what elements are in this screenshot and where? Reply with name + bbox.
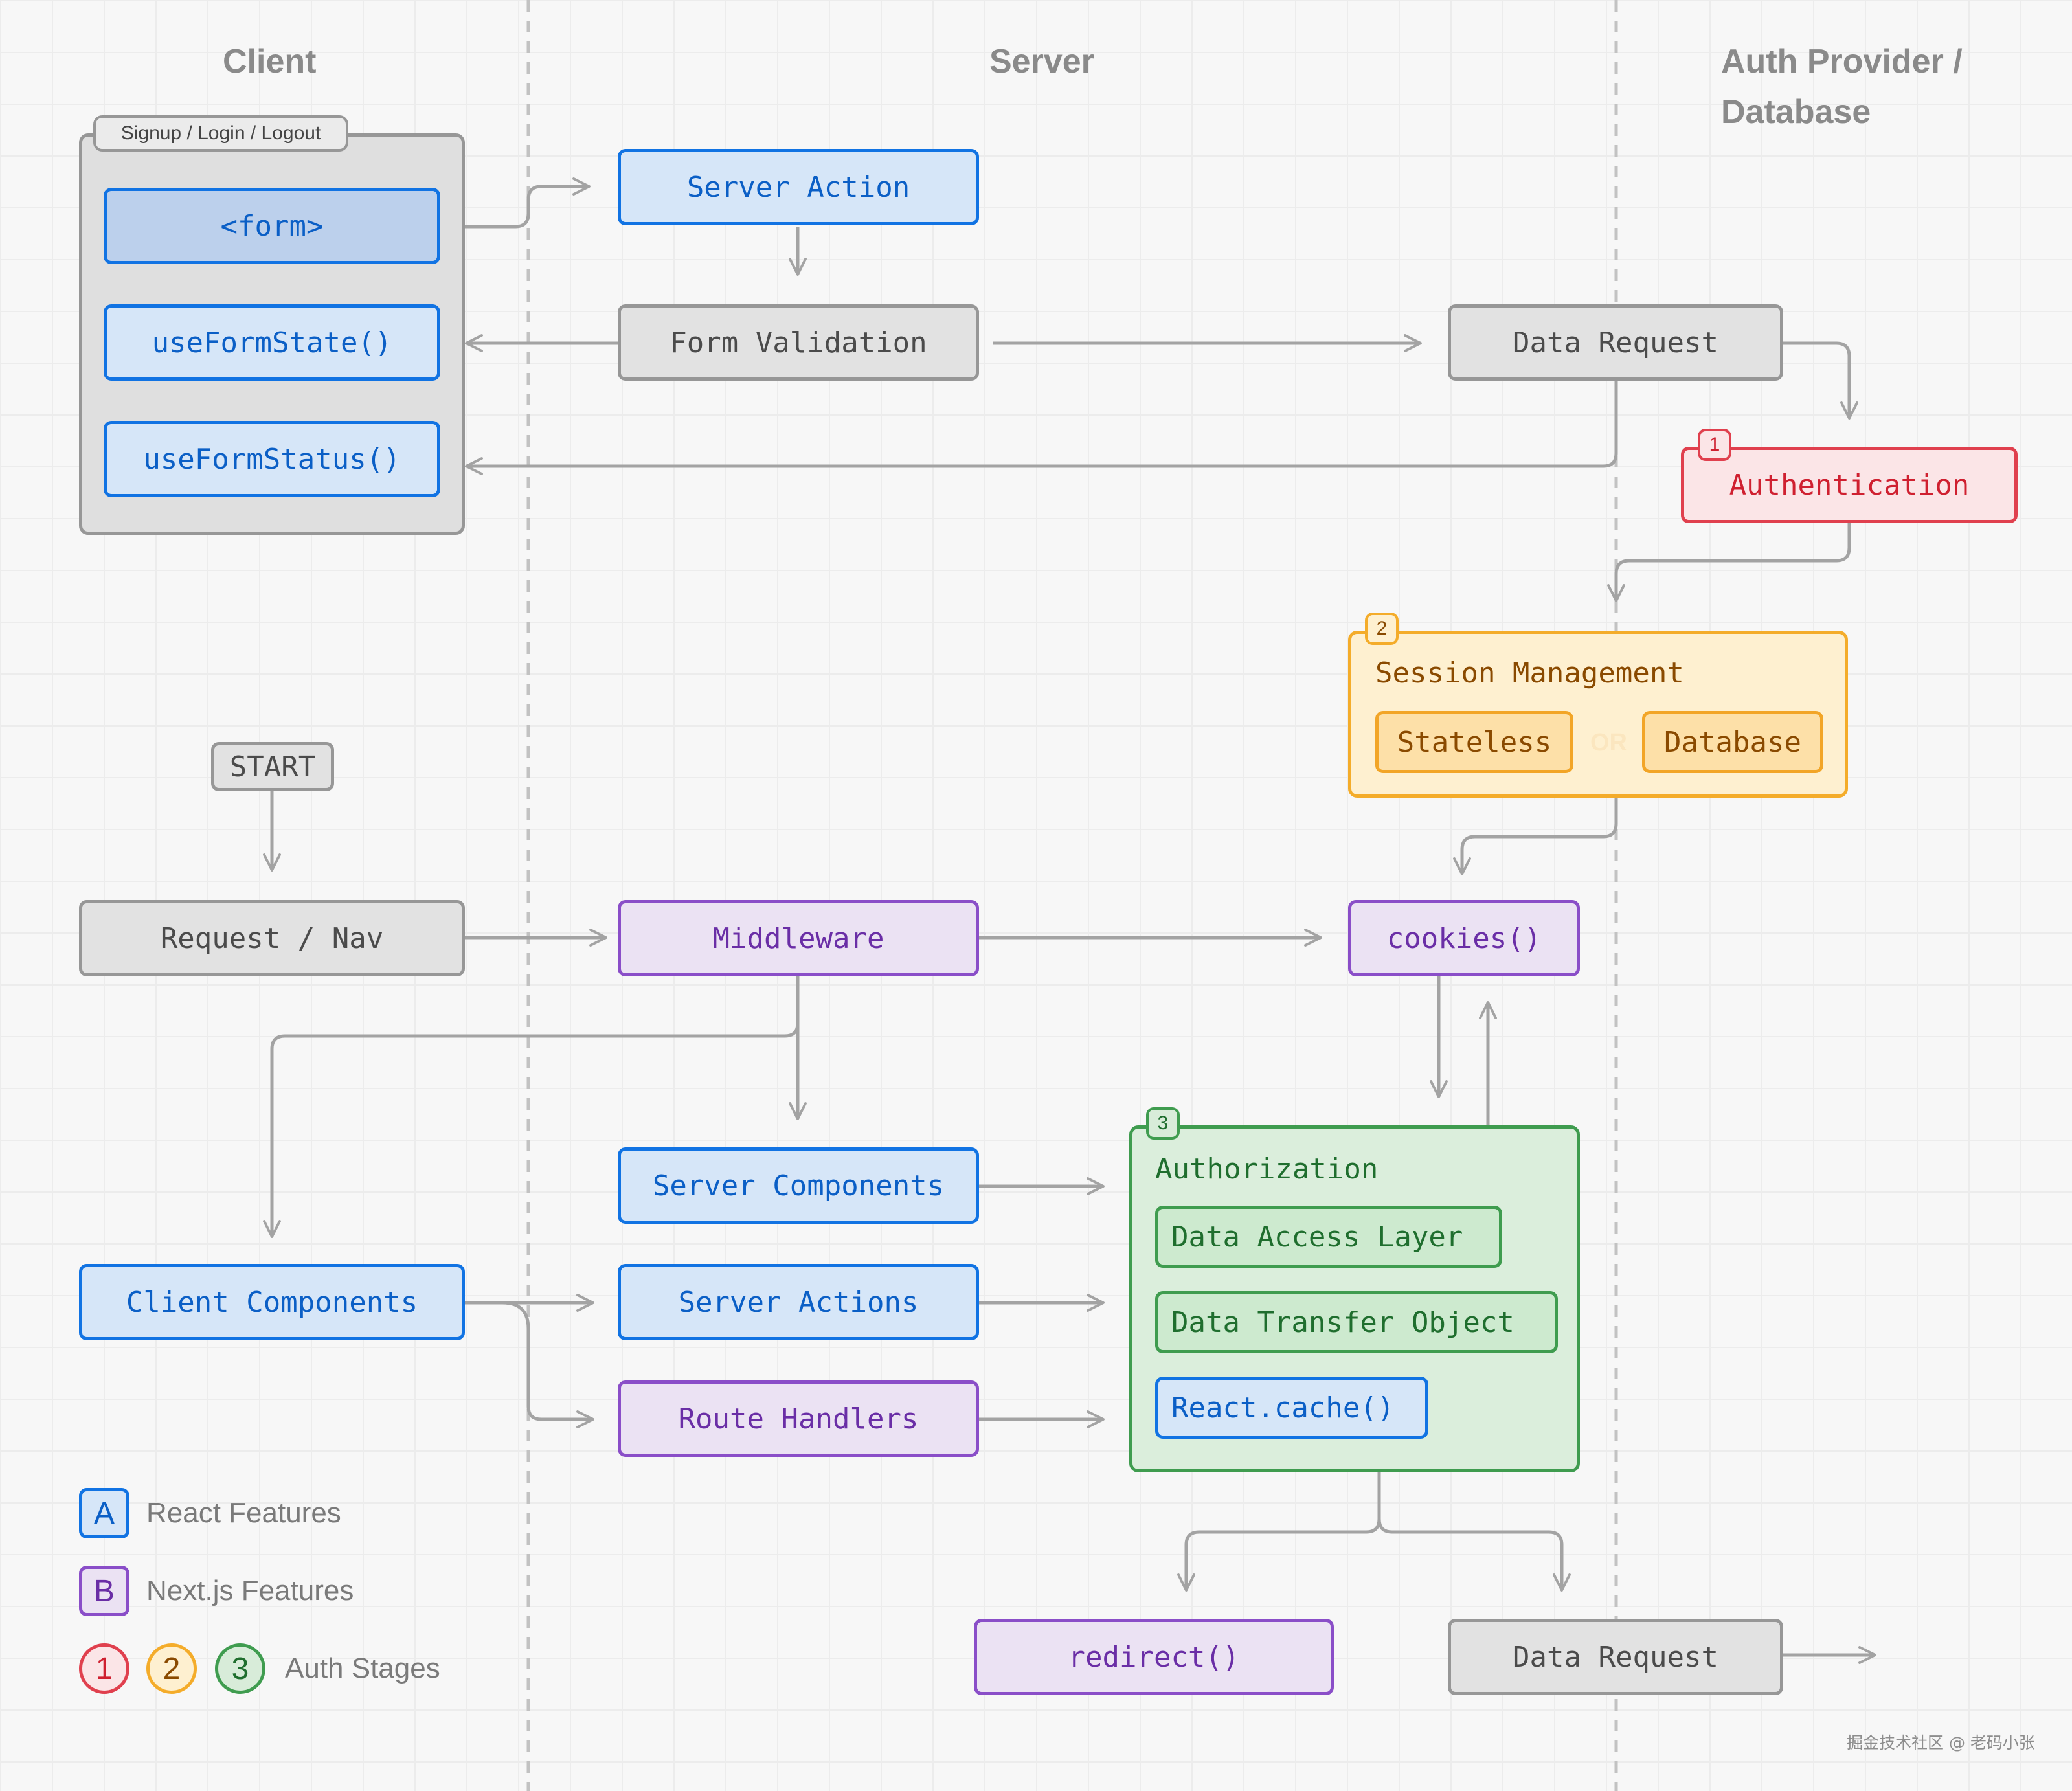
legend-stage-3: 3 (215, 1643, 265, 1694)
server-components-node[interactable]: Server Components (618, 1147, 979, 1224)
request-nav-node[interactable]: Request / Nav (79, 900, 465, 976)
middleware-node[interactable]: Middleware (618, 900, 979, 976)
data-access-layer-node[interactable]: Data Access Layer (1155, 1206, 1502, 1268)
data-request-node-top[interactable]: Data Request (1448, 304, 1783, 381)
data-transfer-object-node[interactable]: Data Transfer Object (1155, 1291, 1558, 1353)
arrow-session-to-cookies (1453, 798, 1618, 875)
arrow-authorization-to-data-request (1377, 1518, 1571, 1592)
legend-nextjs-label: Next.js Features (146, 1575, 354, 1606)
stage-2-badge: 2 (1365, 613, 1399, 645)
arrow-authentication-to-session (1607, 522, 1851, 602)
arrow-form-to-server-action (465, 177, 591, 229)
column-title-database: Database (1721, 93, 1871, 131)
arrow-authorization-to-redirect (1177, 1472, 1381, 1592)
database-session-option[interactable]: Database (1642, 711, 1823, 773)
use-form-status-hook[interactable]: useFormStatus() (104, 421, 440, 497)
server-actions-node[interactable]: Server Actions (618, 1264, 979, 1340)
authentication-node[interactable]: Authentication (1681, 447, 2018, 523)
arrow-client-to-route-handlers (502, 1301, 594, 1428)
form-element[interactable]: <form> (104, 188, 440, 264)
react-cache-node[interactable]: React.cache() (1155, 1377, 1428, 1439)
signup-login-logout-tab: Signup / Login / Logout (93, 115, 348, 152)
session-management-title: Session Management (1375, 657, 1684, 690)
route-handlers-node[interactable]: Route Handlers (618, 1380, 979, 1457)
stage-3-badge: 3 (1146, 1107, 1180, 1140)
legend-stages-label: Auth Stages (285, 1652, 440, 1684)
column-title-client: Client (223, 43, 317, 80)
cookies-node[interactable]: cookies() (1348, 900, 1580, 976)
server-action-node[interactable]: Server Action (618, 149, 979, 225)
start-node: START (211, 742, 334, 791)
column-title-auth-provider: Auth Provider / (1721, 43, 1963, 80)
redirect-node[interactable]: redirect() (974, 1619, 1334, 1695)
form-validation-node[interactable]: Form Validation (618, 304, 979, 381)
arrow-data-request-to-authentication (1783, 341, 1858, 420)
legend-react-key: A (79, 1488, 130, 1538)
legend-nextjs-key: B (79, 1566, 130, 1616)
arrow-middleware-to-client-components (263, 974, 800, 1238)
data-request-node-bottom[interactable]: Data Request (1448, 1619, 1783, 1695)
or-separator: OR (1590, 729, 1627, 756)
legend-stage-1: 1 (79, 1643, 130, 1694)
watermark: 掘金技术社区 @ 老码小张 (1847, 1733, 2035, 1752)
stage-1-badge: 1 (1698, 429, 1731, 461)
use-form-state-hook[interactable]: useFormState() (104, 304, 440, 381)
legend-stage-2: 2 (146, 1643, 197, 1694)
arrow-data-request-to-form-status (465, 379, 1618, 475)
authorization-title: Authorization (1155, 1153, 1379, 1186)
legend-react-label: React Features (146, 1497, 341, 1529)
client-components-node[interactable]: Client Components (79, 1264, 465, 1340)
column-title-server: Server (989, 43, 1094, 80)
stateless-session-option[interactable]: Stateless (1375, 711, 1573, 773)
